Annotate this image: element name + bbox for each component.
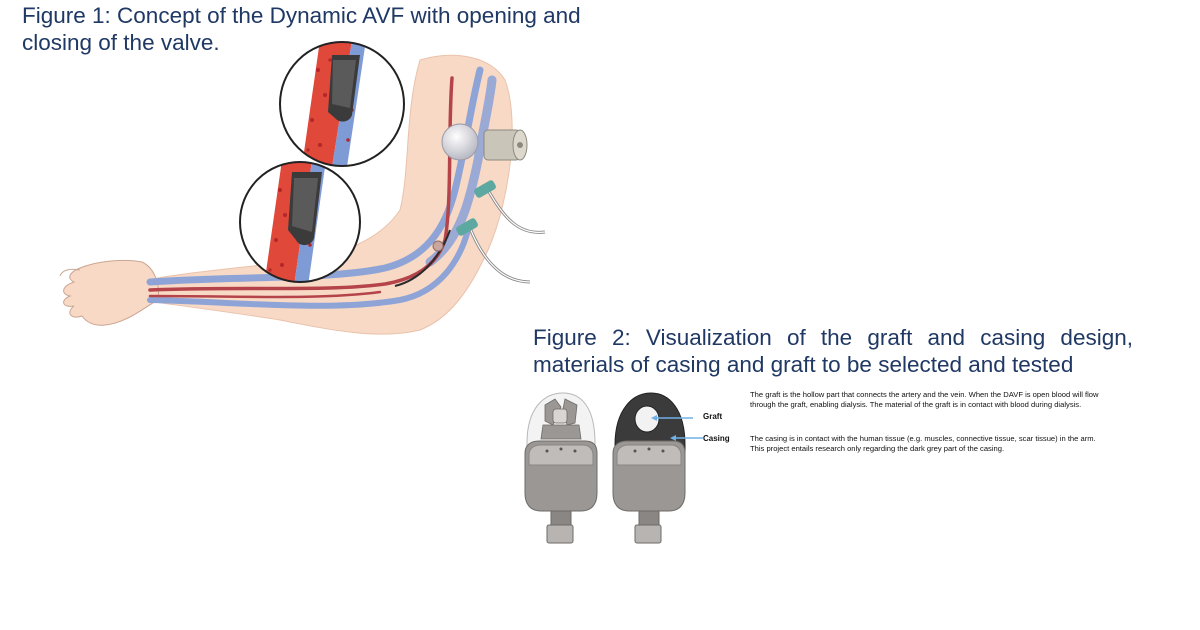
zoom-circle-valve-closed <box>239 161 361 283</box>
hand <box>63 259 159 326</box>
connector-1 <box>474 180 496 198</box>
device-transparent-view <box>524 392 598 544</box>
figure2-caption: Figure 2: Visualization of the graft and… <box>533 324 1133 378</box>
artery-main <box>148 76 454 292</box>
casing-arrow <box>670 435 703 441</box>
figure1-caption: Figure 1: Concept of the Dynamic AVF wit… <box>22 2 642 56</box>
device-casing-view <box>612 392 686 544</box>
figure1-caption-line2: closing of the valve. <box>22 30 220 55</box>
casing-description: The casing is in contact with the human … <box>750 434 1096 453</box>
figure1-caption-line1: Figure 1: Concept of the Dynamic AVF wit… <box>22 3 581 28</box>
graft-arrow <box>651 415 693 421</box>
figure2-caption-line1: Figure 2: Visualization of the graft and… <box>533 325 1133 350</box>
connector-2 <box>456 218 478 236</box>
casing-label: Casing <box>703 434 730 443</box>
device-cylinder <box>483 129 528 161</box>
reservoir-balloon <box>441 123 479 161</box>
vein-lower <box>147 227 471 309</box>
graft-opening <box>634 405 660 433</box>
graft-description: The graft is the hollow part that connec… <box>750 390 1099 409</box>
casing-illustration <box>524 392 703 544</box>
arm-illustration <box>59 41 546 335</box>
graft-label: Graft <box>703 412 723 421</box>
zoom-circle-valve-open <box>279 41 405 167</box>
figure2-caption-line2: materials of casing and graft to be sele… <box>533 352 1074 377</box>
